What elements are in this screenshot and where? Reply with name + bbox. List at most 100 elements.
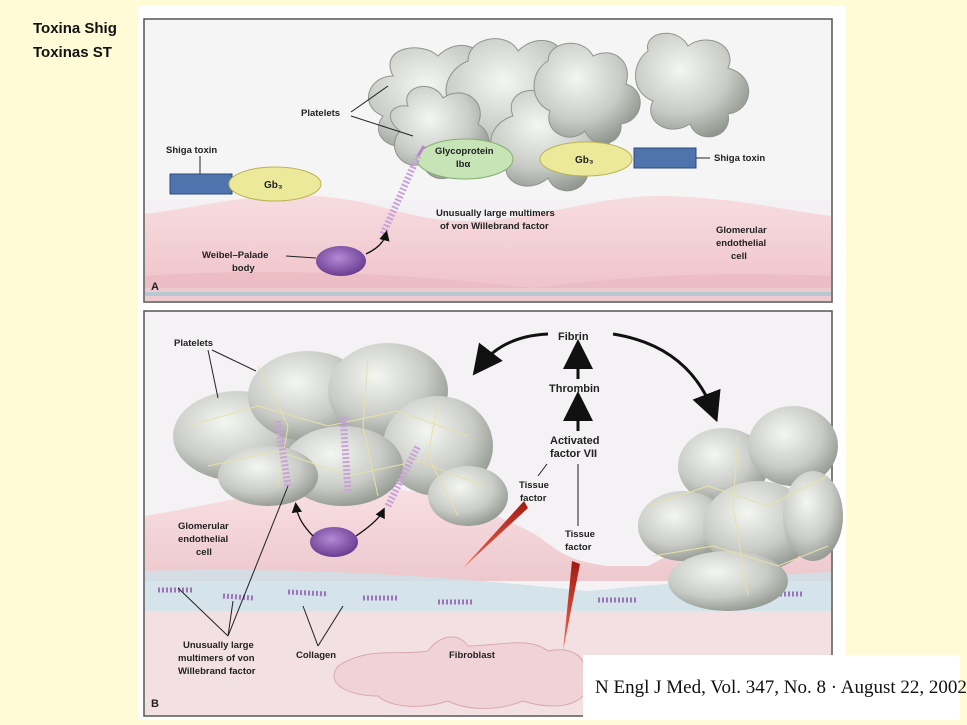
vwf-strand-tip <box>416 145 426 157</box>
platelet <box>668 551 788 611</box>
panel-a-platelets-label: Platelets <box>301 108 340 119</box>
tissue-factor-2 <box>563 561 580 651</box>
shiga-toxin-left <box>169 173 233 195</box>
fibrin-label: Fibrin <box>558 331 589 343</box>
platelet <box>783 471 843 561</box>
panel-b-letter: B <box>151 698 159 710</box>
vwf-multimer-a <box>379 145 426 236</box>
panel-b-endothelium <box>145 485 831 581</box>
vwf-multimers-b <box>274 415 422 508</box>
pointer-line <box>211 349 257 372</box>
thrombin-label: Thrombin <box>549 383 600 395</box>
gb3-right <box>539 141 633 177</box>
pointer-line <box>285 255 317 259</box>
figure: Platelets Shiga toxin Gb₃ Glycoprotein I… <box>138 6 846 720</box>
fibrin-strand <box>207 450 484 487</box>
fibrin-strand <box>647 475 829 507</box>
glycoprotein-ib-alpha <box>416 138 514 180</box>
multimers-label-1: Unusually large multimers <box>436 208 555 219</box>
vwf-label-3: Willebrand factor <box>178 666 256 677</box>
figure-svg: Platelets Shiga toxin Gb₃ Glycoprotein I… <box>143 18 843 717</box>
vwf-label-1: Unusually large <box>183 640 254 651</box>
vwf-pointer-lines <box>177 485 289 637</box>
fibrin-strand <box>732 435 749 597</box>
tissue-factor-1-label-1: Tissue <box>519 480 549 491</box>
pointer-line <box>177 587 229 637</box>
collagen-fiber <box>222 593 254 601</box>
glycoprotein-label-2: Ibα <box>456 159 470 170</box>
glycoprotein-label-1: Glycoprotein <box>435 146 494 157</box>
platelet <box>748 406 838 486</box>
fibrin-arrow-right <box>612 332 721 423</box>
panel-a-cell-label-2: endothelial <box>716 238 766 249</box>
tissue-factor-2-label-2: factor <box>565 542 592 553</box>
panel-a: Platelets Shiga toxin Gb₃ Glycoprotein I… <box>143 18 833 303</box>
citation-box: N Engl J Med, Vol. 347, No. 8 · August 2… <box>583 655 967 720</box>
tissue-factor-1-label-2: factor <box>520 493 547 504</box>
fibrin-strand <box>427 400 459 517</box>
panel-a-shiga-right-label: Shiga toxin <box>714 153 765 164</box>
gb3-left-label: Gb₃ <box>264 180 283 191</box>
release-arrow <box>291 502 314 537</box>
vwf-strand <box>274 420 292 487</box>
fibrin-strand <box>257 365 289 487</box>
panel-b-cell-label-1: Glomerular <box>178 521 229 532</box>
pointer-line <box>227 485 289 637</box>
shiga-toxin-right <box>633 147 697 169</box>
panel-b-platelet-aggregate-left <box>173 343 508 526</box>
weibel-palade-body-b <box>310 527 358 557</box>
platelet <box>428 466 508 526</box>
fibrin-strand <box>652 545 829 567</box>
gb3-left <box>228 166 322 202</box>
weibel-label-2: body <box>232 263 255 274</box>
vwf-label-2: multimers of von <box>178 653 255 664</box>
panel-b: Fibroblast <box>143 310 843 717</box>
panel-a-shiga-left-label: Shiga toxin <box>166 145 217 156</box>
panel-a-platelet-cluster <box>368 32 750 192</box>
platelet <box>533 42 641 145</box>
vwf-strand <box>384 444 422 508</box>
pointer-line <box>317 605 344 647</box>
tissue-factor-1 <box>463 501 528 568</box>
fibroblast-label: Fibroblast <box>449 650 496 661</box>
fibrin-mesh <box>647 435 829 597</box>
pointer-line <box>350 115 414 137</box>
panel-a-letter: A <box>151 281 159 293</box>
weibel-label-1: Weibel–Palade <box>202 250 268 261</box>
pointer-line <box>302 605 319 647</box>
pointer-line <box>537 463 548 477</box>
platelet <box>635 32 750 138</box>
panel-a-endothelium <box>145 195 831 288</box>
panel-b-platelets-label: Platelets <box>174 338 213 349</box>
platelet <box>218 446 318 506</box>
fibrin-strand <box>187 405 469 437</box>
panel-b-platelet-aggregate-right <box>638 406 843 611</box>
multimers-label-2: of von Willebrand factor <box>440 221 549 232</box>
activated-factor-label-1: Activated <box>550 435 600 447</box>
vwf-strand <box>339 415 352 492</box>
gb3-right-label: Gb₃ <box>575 155 594 166</box>
slide-title-line-2: Toxinas ST <box>33 44 112 61</box>
activated-factor-label-2: factor VII <box>550 448 597 460</box>
tissue-factor-2-label-1: Tissue <box>565 529 595 540</box>
fibrin-arrow-left <box>472 332 549 376</box>
panel-b-basement-membrane <box>145 570 831 611</box>
panel-b-cell-label-2: endothelial <box>178 534 228 545</box>
panel-a-cell-label-1: Glomerular <box>716 225 767 236</box>
vwf-strand <box>379 154 422 236</box>
release-arrow <box>355 507 385 537</box>
citation-text: N Engl J Med, Vol. 347, No. 8 · August 2… <box>595 677 967 698</box>
pointer-line <box>227 600 234 637</box>
slide-title-line-1: Toxina Shig <box>33 20 117 37</box>
pointer-line <box>207 349 219 399</box>
panel-a-cell-label-3: cell <box>731 251 747 262</box>
weibel-palade-body <box>316 246 366 276</box>
fibrin-strand <box>362 355 379 497</box>
platelet <box>638 491 728 561</box>
panel-b-cell-label-3: cell <box>196 547 212 558</box>
collagen-label: Collagen <box>296 650 336 661</box>
collagen-fiber <box>287 589 329 597</box>
fibrin-mesh <box>187 355 484 517</box>
pointer-line <box>350 85 389 113</box>
